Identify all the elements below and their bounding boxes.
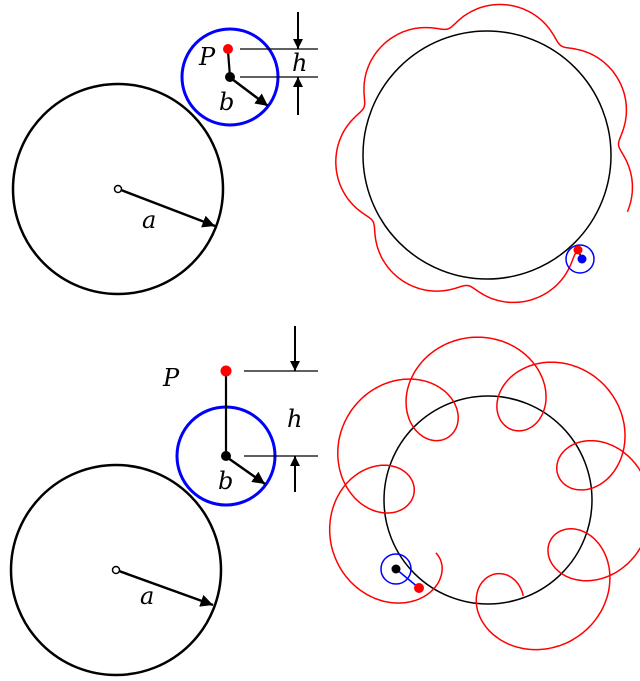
radius-a-arrow-bottom xyxy=(118,569,214,607)
radius-a-label-bottom: a xyxy=(140,582,154,610)
radius-a-label-top: a xyxy=(142,206,156,234)
fixed-circle-bottom xyxy=(9,463,223,677)
epitrochoid-curve-top xyxy=(335,3,634,304)
bottom-setup-diagram: a b P h xyxy=(9,326,318,677)
tracing-point-top xyxy=(223,44,233,54)
top-curve-diagram xyxy=(335,3,634,304)
rolling-circle-curve-top xyxy=(565,244,595,274)
fixed-circle-curve-top xyxy=(362,30,612,280)
arm-to-point-top xyxy=(226,50,232,78)
fixed-circle-center-top xyxy=(113,184,123,194)
fixed-circle-top xyxy=(11,82,225,296)
tracing-point-curve-bottom xyxy=(414,583,424,593)
point-p-label-top: P xyxy=(198,43,216,71)
radius-b-label-bottom: b xyxy=(218,467,233,495)
rolling-center-curve-bottom xyxy=(391,564,401,574)
height-h-label-bottom: h xyxy=(287,405,302,433)
fixed-circle-center-bottom xyxy=(111,565,121,575)
epitrochoid-curve-bottom xyxy=(328,336,640,651)
tracing-point-bottom xyxy=(220,365,232,377)
bottom-curve-diagram xyxy=(328,336,640,651)
radius-b-arrow-top xyxy=(231,78,269,107)
rolling-center-curve-top xyxy=(577,254,587,264)
tracing-point-curve-top xyxy=(573,245,583,255)
radius-a-arrow-top xyxy=(120,188,216,228)
height-h-label-top: h xyxy=(292,49,307,77)
radius-b-label-top: b xyxy=(219,88,234,116)
fixed-circle-curve-bottom xyxy=(383,395,593,605)
radius-b-arrow-bottom xyxy=(227,456,266,486)
point-p-label-bottom: P xyxy=(162,364,180,392)
top-setup-diagram: a b P h xyxy=(11,12,318,296)
rolling-circle-curve-bottom xyxy=(380,553,412,585)
